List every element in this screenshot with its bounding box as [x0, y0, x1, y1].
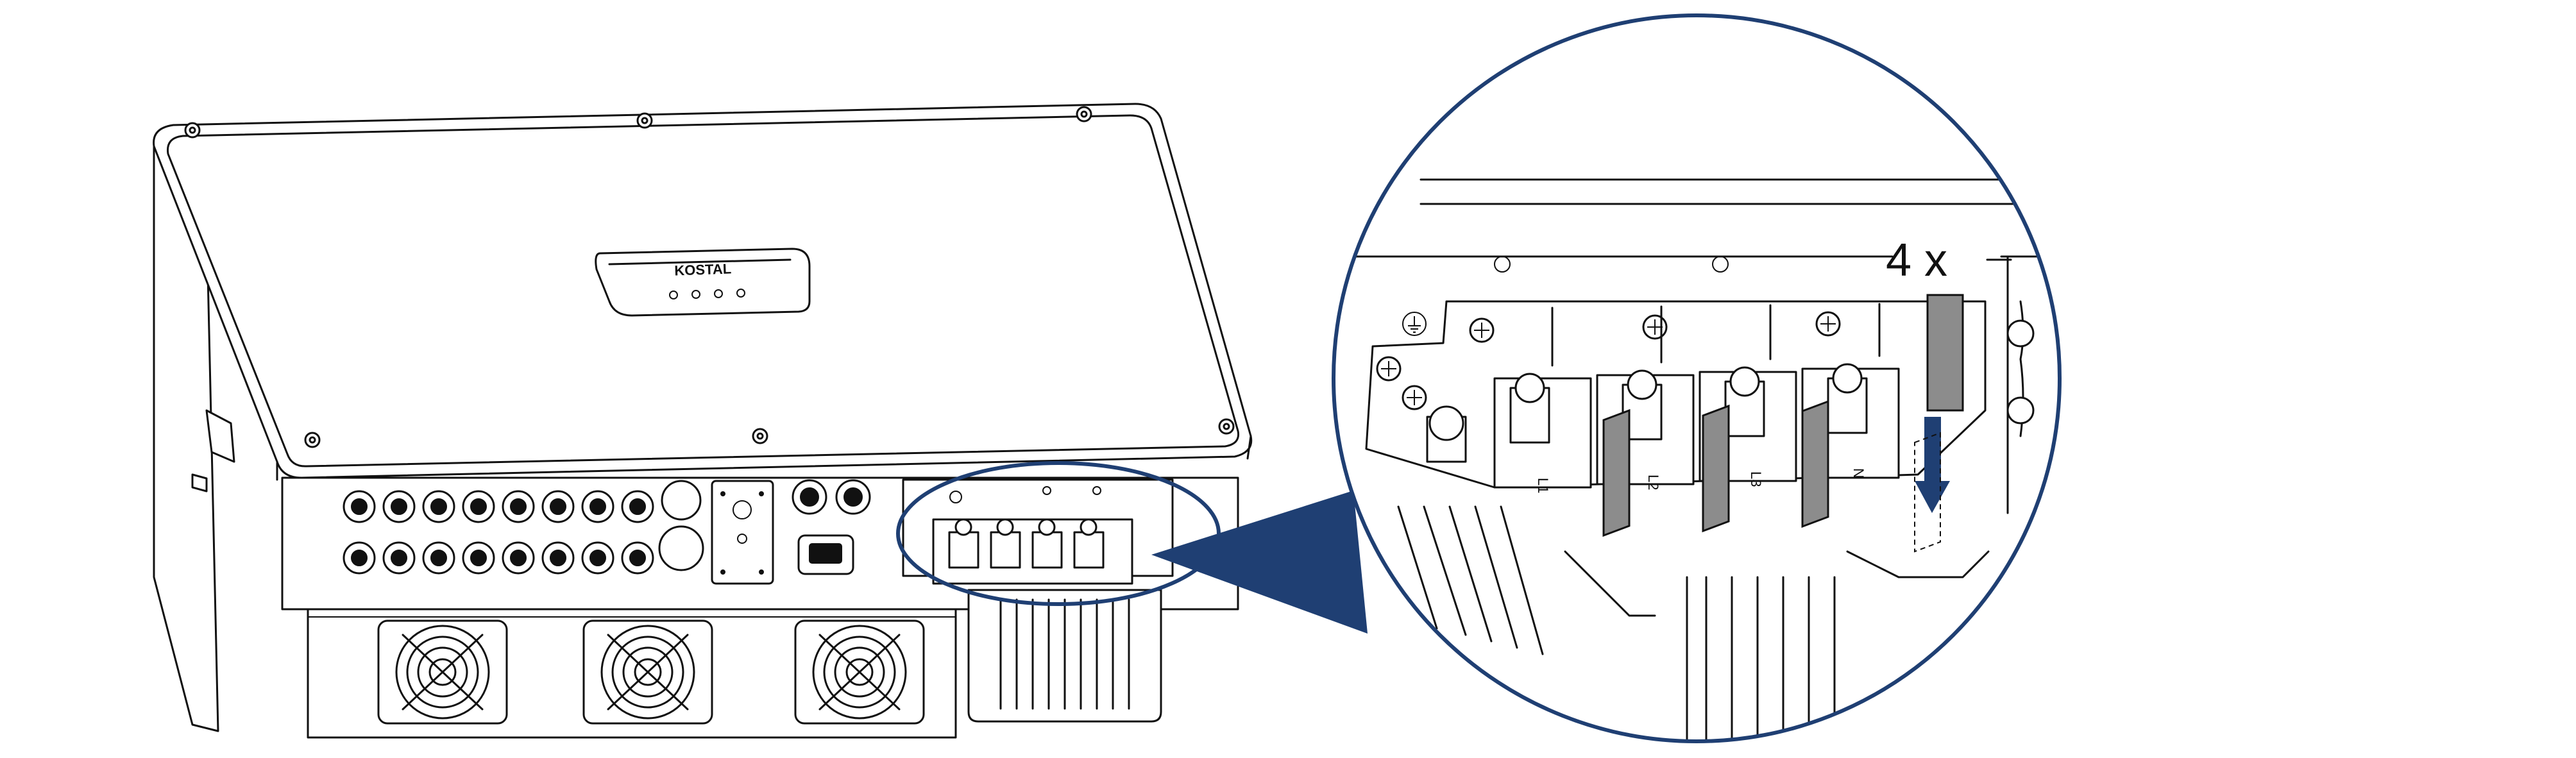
callout-connector-wedge: [1151, 491, 1368, 634]
barrier-plate-being-inserted: [1926, 294, 1964, 412]
quantity-label: 4 x: [1886, 235, 1947, 286]
inverter-unit: KOSTAL: [153, 103, 1253, 739]
magnifier-circle-outline: [1332, 13, 2062, 743]
display-panel: KOSTAL: [595, 248, 811, 317]
terminal-label-l3: L3: [1748, 471, 1764, 487]
magnified-heat-sink: [1397, 505, 1990, 741]
lid-screws: [184, 106, 1235, 448]
dc-connectors-bottom-row: [343, 541, 654, 575]
inserted-barrier-plates: [1602, 400, 1829, 537]
zoom-callout: [896, 461, 1368, 634]
ac-terminal-area: [902, 478, 1174, 585]
heat-sink-fins: [967, 589, 1162, 723]
pressure-equalization-valve: [658, 525, 704, 571]
cooling-fan-3: [794, 619, 925, 725]
terminal-label-l2: L2: [1645, 475, 1661, 490]
mounting-bracket: [205, 409, 235, 463]
cooling-fan-2: [582, 619, 713, 725]
dc-connectors-top-row: [343, 490, 654, 523]
insertion-arrow-icon: [1915, 417, 1950, 513]
brand-logo-text: KOSTAL: [674, 260, 732, 278]
status-led-indicators: [669, 289, 745, 299]
ground-symbol-icon: [1402, 312, 1427, 336]
cooling-fan-1: [377, 619, 508, 725]
magnified-detail: L1 L2 L3 N: [1334, 15, 2060, 741]
terminal-label-l1: L1: [1535, 478, 1551, 493]
terminal-l1: L1: [1493, 373, 1592, 493]
cable-glands: [792, 479, 871, 575]
dc-switch-knob: [661, 480, 702, 521]
terminal-label-n: N: [1851, 468, 1867, 478]
communication-port-plate: [711, 480, 774, 585]
